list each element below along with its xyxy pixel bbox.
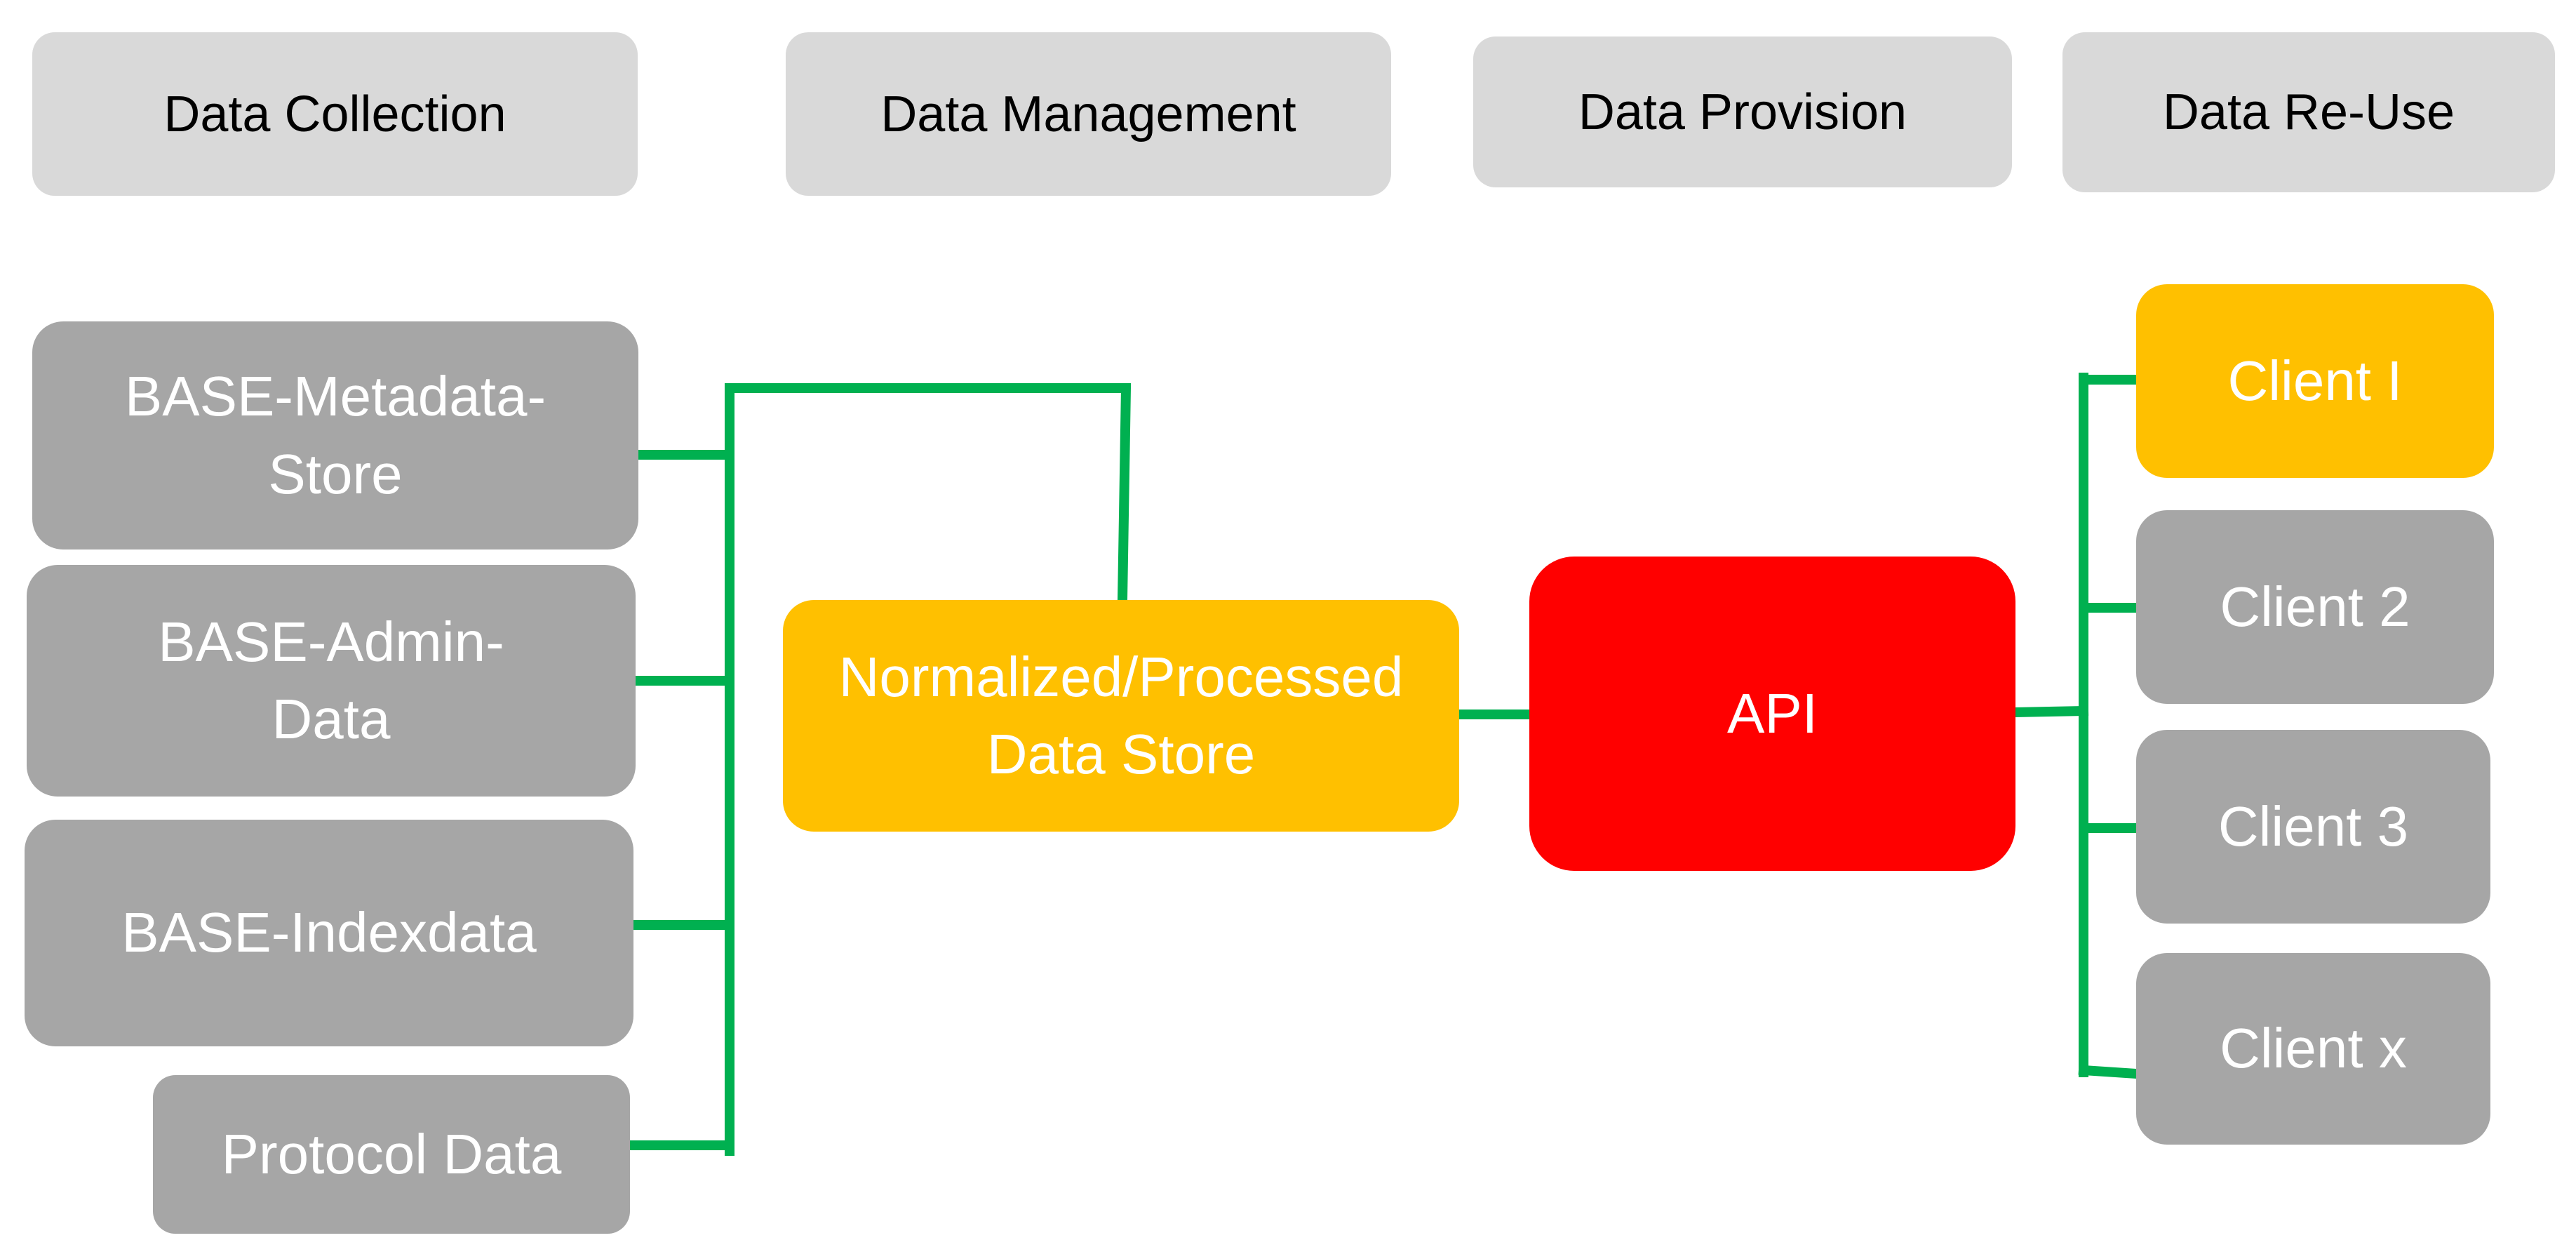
node-data-store: Normalized/Processed Data Store [783,600,1459,832]
node-label: API [1727,681,1818,745]
stage-header-label: Data Collection [163,86,507,142]
node-label: Client x [2220,1017,2407,1080]
node-client-1: Client I [2136,284,2494,478]
node-client-x: Client x [2136,953,2490,1145]
node-label: BASE-Indexdata [121,901,537,964]
node-label: Protocol Data [221,1122,562,1185]
node-label: Client I [2227,349,2403,412]
node-protocol-data: Protocol Data [153,1075,630,1234]
node-label: Client 3 [2218,794,2409,858]
stage-header-collection: Data Collection [32,32,638,196]
stage-header-reuse: Data Re-Use [2062,32,2555,192]
node-label: Normalized/Processed Data Store [838,645,1404,785]
stage-header-provision: Data Provision [1473,36,2012,187]
provision-connectors [1454,373,2142,1079]
node-indexdata: BASE-Indexdata [25,820,633,1046]
stage-header-management: Data Management [786,32,1391,196]
node-label: BASE-Admin- Data [158,610,504,750]
stage-header-label: Data Re-Use [2162,84,2455,140]
node-client-3: Client 3 [2136,730,2490,924]
node-label: BASE-Metadata- Store [124,365,546,505]
node-client-2: Client 2 [2136,510,2494,704]
collection-connectors [625,383,1132,1156]
node-label: Client 2 [2220,575,2410,638]
node-admin-data: BASE-Admin- Data [27,565,636,797]
stage-header-label: Data Management [880,86,1296,142]
connector-api-clients [2010,705,2089,718]
stage-header-label: Data Provision [1578,84,1907,140]
connector-to-store [725,383,1132,606]
node-api: API [1529,557,2015,871]
node-metadata-store: BASE-Metadata- Store [32,321,638,549]
connector-client-x [2078,1065,2142,1079]
